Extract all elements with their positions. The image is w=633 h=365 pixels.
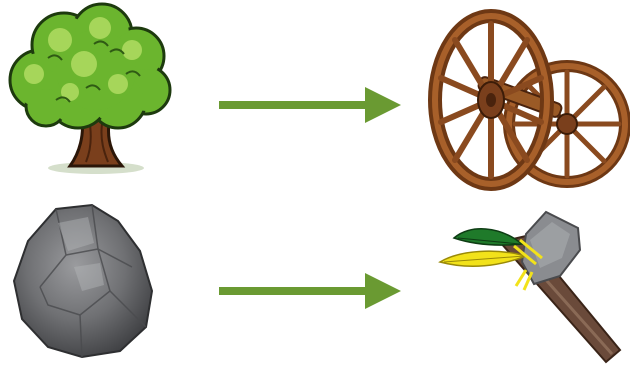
rock-icon bbox=[0, 195, 175, 360]
stone-axe-icon bbox=[430, 200, 630, 365]
tree-icon bbox=[0, 0, 175, 185]
wagon-wheels-icon bbox=[425, 8, 630, 196]
arrow-right-icon bbox=[215, 82, 405, 128]
arrow-right-icon bbox=[215, 268, 405, 314]
